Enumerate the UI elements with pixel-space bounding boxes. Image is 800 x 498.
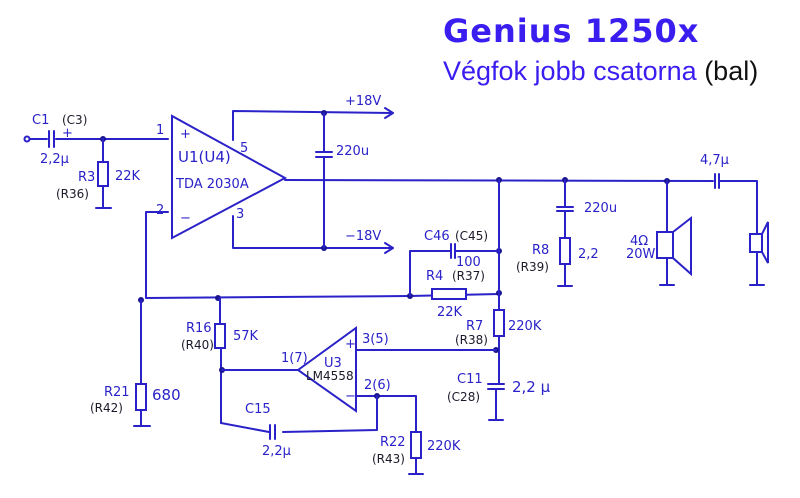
capacitor-c1: [48, 130, 55, 148]
u3-minus-sign: −: [345, 389, 356, 404]
r4-ref: R4: [426, 269, 443, 284]
subtitle-text: Végfok jobb csatorna: [443, 56, 697, 86]
u1-minus-sign: −: [180, 211, 191, 226]
schematic-subtitle: Végfok jobb csatorna (bal): [443, 56, 758, 87]
wire-tweeter: [719, 180, 758, 235]
r21-alt: (R42): [90, 401, 123, 415]
wire-vneg: [232, 215, 394, 249]
wire-c15: [220, 422, 270, 433]
r4-value: 22K: [437, 305, 463, 320]
u1-pin-3: 3: [236, 207, 244, 222]
u1-pin-5: 5: [240, 141, 248, 156]
r7-ref: R7: [466, 319, 483, 334]
r16-ref: R16: [186, 321, 212, 336]
opamp-u1: [171, 114, 288, 240]
resistor-r4: [431, 288, 467, 300]
vpos-label: +18V: [345, 94, 381, 109]
resistor-r3: [97, 161, 109, 187]
u1-part: TDA 2030A: [175, 177, 249, 192]
wire-vpos: [232, 110, 394, 141]
wire-feedback: [145, 211, 500, 299]
r22-value: 220K: [427, 439, 461, 454]
r22-alt: (R43): [372, 452, 405, 466]
vneg-label: −18V: [345, 229, 381, 244]
schematic-title: Genius 1250x: [443, 12, 700, 50]
c11-ref: C11: [457, 372, 483, 387]
wire-c15: [282, 395, 378, 433]
wire-u3-minus: [355, 395, 417, 433]
capacitor-c46: [450, 243, 456, 259]
r8-value: 2,2: [578, 247, 599, 262]
c46-ref: C46: [424, 229, 450, 244]
c-supply-value: 220u: [336, 144, 369, 159]
c1-ref: C1: [32, 113, 49, 128]
capacitor-c15: [269, 424, 276, 440]
input-terminal: [23, 135, 31, 143]
r4-alt: (R37): [452, 269, 485, 283]
r3-ref: R3: [78, 170, 95, 185]
u3-pin-out: 1(7): [281, 351, 308, 366]
r21-ref: R21: [104, 385, 130, 400]
wire-c46: [409, 250, 451, 297]
r3-value: 22K: [115, 169, 141, 184]
u1-pin-2: 2: [156, 203, 164, 218]
r21-value: 680: [152, 386, 181, 404]
capacitor-tweeter: [714, 173, 720, 189]
u3-part: LM4558: [306, 369, 354, 383]
c-tweeter-value: 4,7µ: [700, 153, 729, 168]
u3-pin-minus: 2(6): [364, 378, 391, 393]
woofer-speaker-icon: [656, 231, 674, 259]
woofer-power: 20W: [626, 247, 656, 262]
r8-ref: R8: [532, 243, 549, 258]
resistor-r7: [493, 309, 505, 337]
r7-alt: (R38): [455, 333, 488, 347]
u1-ref: U1(U4): [178, 148, 231, 166]
subtitle-channel-note: (bal): [704, 56, 759, 86]
arrow-vneg-icon: [384, 242, 394, 254]
u3-ref: U3: [324, 356, 342, 371]
resistor-r21: [135, 383, 147, 411]
u1-pin-1: 1: [156, 123, 164, 138]
tweeter-speaker-icon: [749, 233, 763, 253]
c15-ref: C15: [245, 402, 271, 417]
c1-alt: (C3): [62, 113, 87, 127]
resistor-r16: [214, 323, 226, 349]
r8-alt: (R39): [516, 260, 549, 274]
c1-value: 2,2µ: [40, 152, 69, 167]
c46-value: 100: [456, 255, 481, 270]
resistor-r22: [410, 431, 422, 459]
woofer-impedance: 4Ω: [630, 234, 648, 249]
r22-ref: R22: [380, 435, 406, 450]
arrow-vpos-icon: [384, 107, 394, 119]
u3-plus-sign: +: [345, 337, 356, 352]
r3-alt: (R36): [56, 187, 89, 201]
r16-alt: (R40): [181, 338, 214, 352]
u3-pin-plus: 3(5): [362, 332, 389, 347]
c-zobel-value: 220u: [584, 201, 617, 216]
r16-value: 57K: [233, 329, 259, 344]
tweeter-cone: [761, 221, 769, 264]
resistor-r8: [559, 237, 571, 265]
u1-plus-sign: +: [180, 127, 191, 142]
c15-value: 2,2µ: [262, 444, 291, 459]
opamp-u3: [296, 326, 357, 413]
r7-value: 220K: [508, 319, 542, 334]
c46-alt: (C45): [455, 229, 488, 243]
c11-value: 2,2 µ: [512, 378, 551, 396]
c1-polarity: +: [62, 126, 73, 141]
woofer-cone: [672, 215, 692, 277]
c11-alt: (C28): [447, 390, 480, 404]
